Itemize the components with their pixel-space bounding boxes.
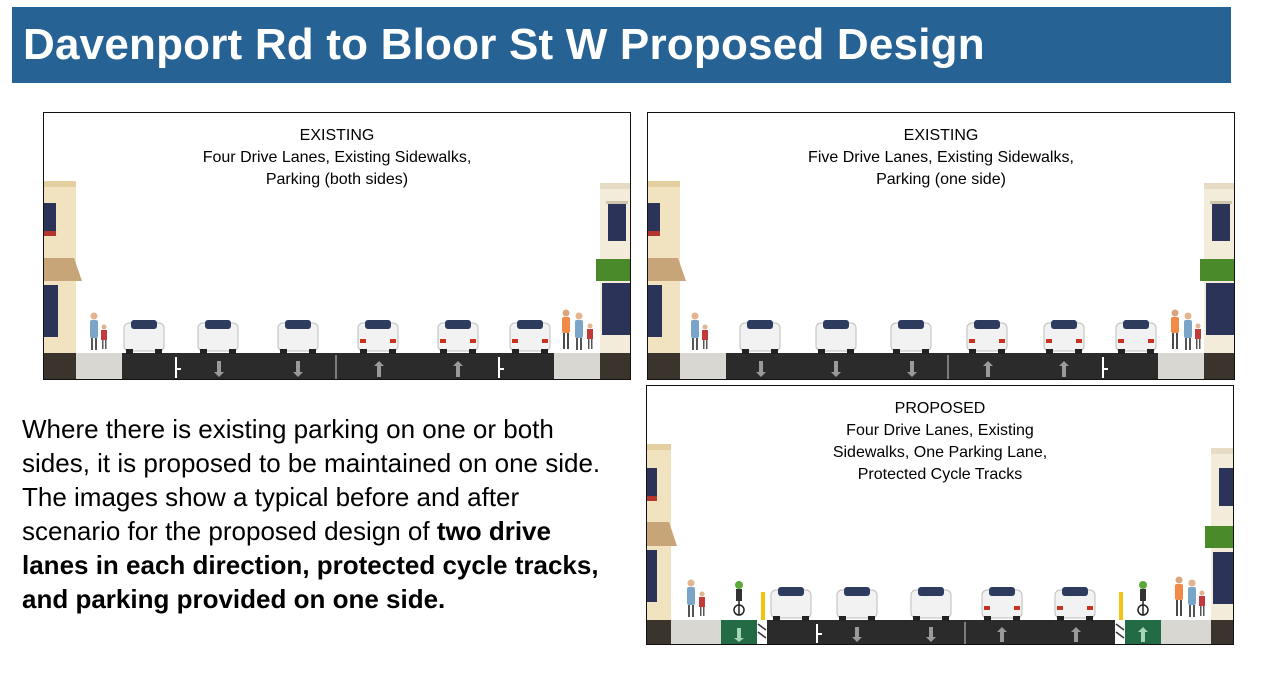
cross-section-existing-four-lanes: EXISTING Four Drive Lanes, Existing Side… [43, 112, 631, 380]
panel-label: EXISTING [903, 127, 979, 144]
panel-label: EXISTING [299, 127, 375, 144]
panel-description: Five Drive Lanes, Existing Sidewalks, Pa… [808, 149, 1074, 188]
street-illustration-c [647, 444, 1233, 644]
explanation-text: Where there is existing parking on one o… [22, 412, 622, 616]
explanation-emphasis: two drive lanes in each direction, prote… [22, 516, 599, 614]
cross-section-proposed: PROPOSED Four Drive Lanes, Existing Side… [646, 385, 1234, 645]
explanation-paragraph-2: The images show a typical before and aft… [22, 480, 622, 616]
panel-description: Four Drive Lanes, Existing Sidewalks, Pa… [202, 149, 472, 188]
slide-title: Davenport Rd to Bloor St W Proposed Desi… [12, 7, 1231, 83]
explanation-paragraph-1: Where there is existing parking on one o… [22, 414, 601, 478]
panel-heading: EXISTING Four Drive Lanes, Existing Side… [44, 125, 630, 191]
explanation-plain: The images show a typical before and aft… [22, 482, 520, 546]
street-illustration-b [648, 181, 1234, 379]
cross-section-existing-five-lanes: EXISTING Five Drive Lanes, Existing Side… [647, 112, 1235, 380]
panel-heading: EXISTING Five Drive Lanes, Existing Side… [648, 125, 1234, 191]
panel-label: PROPOSED [894, 400, 986, 417]
street-illustration-a [44, 181, 630, 379]
panel-description: Four Drive Lanes, Existing Sidewalks, On… [832, 422, 1048, 483]
panel-heading: PROPOSED Four Drive Lanes, Existing Side… [647, 398, 1233, 486]
